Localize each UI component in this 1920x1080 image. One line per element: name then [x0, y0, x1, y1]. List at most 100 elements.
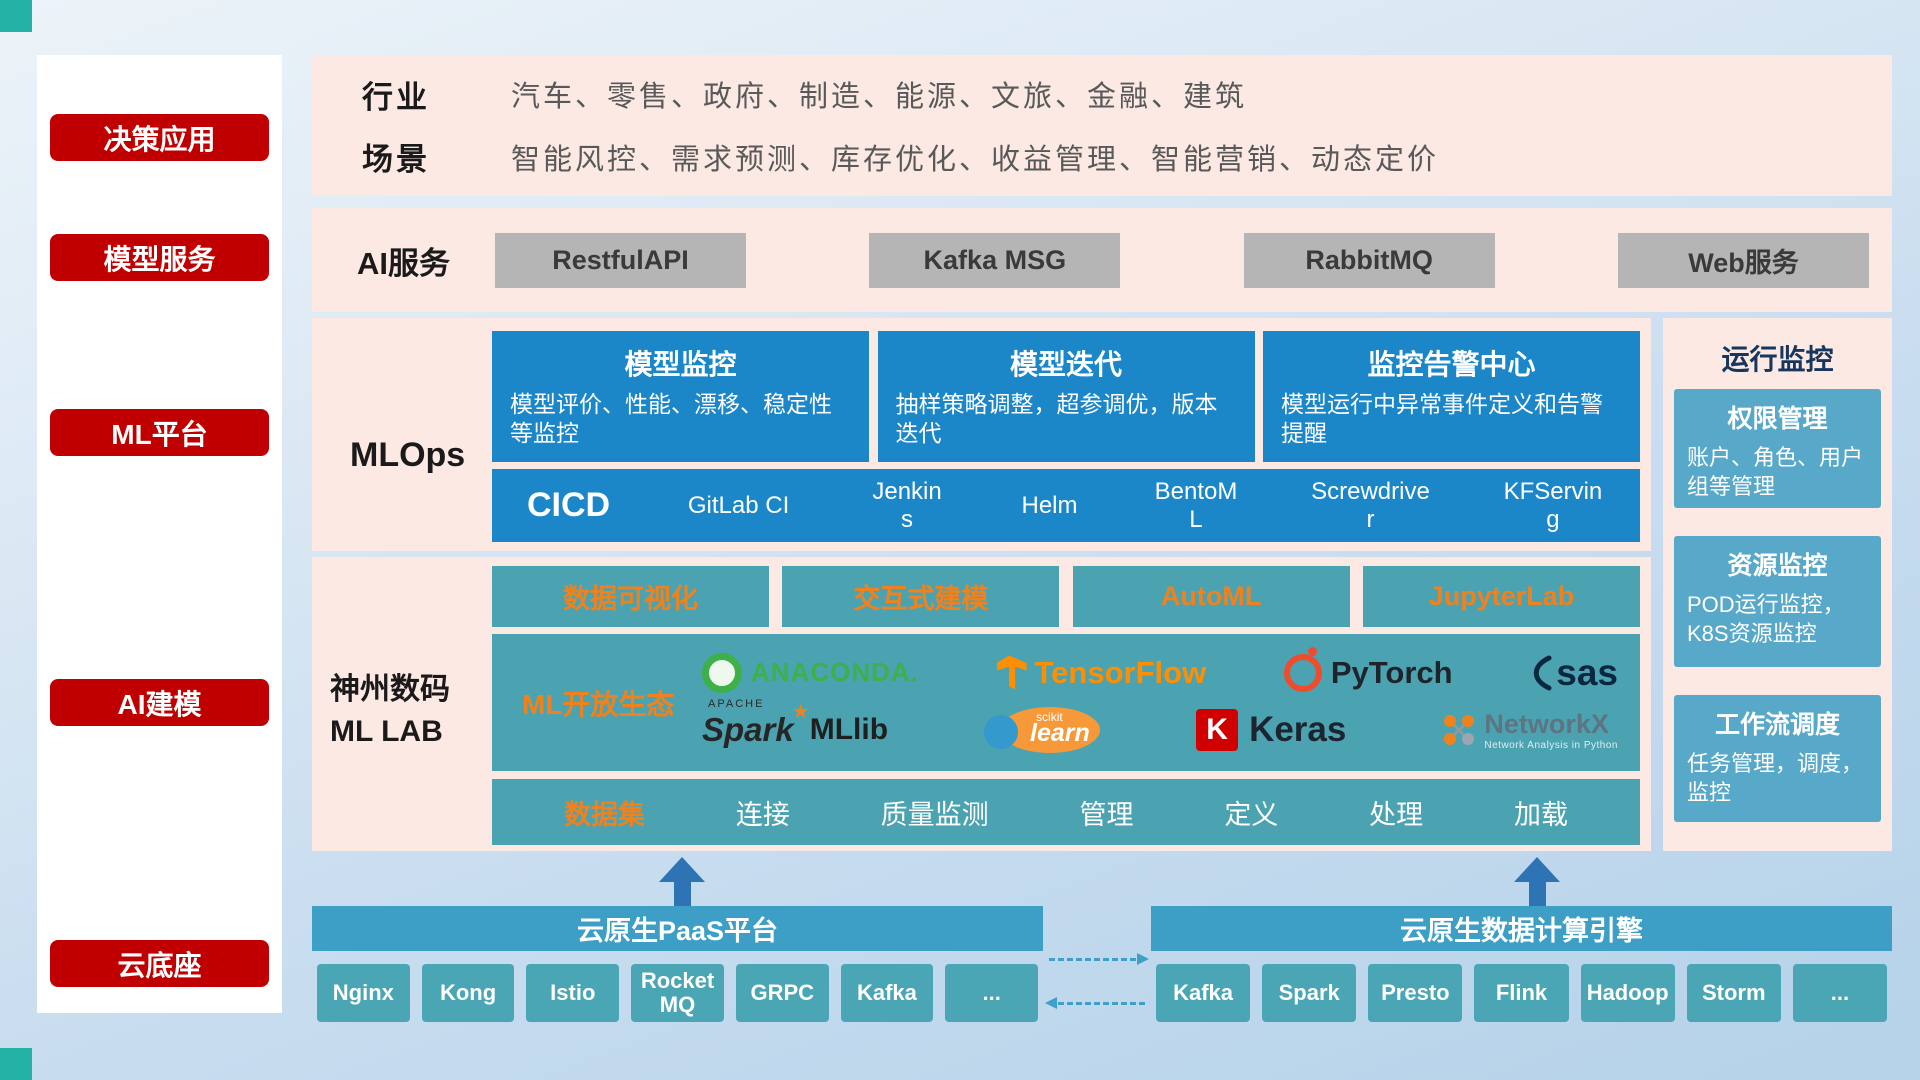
- paas-grpc: GRPC: [735, 964, 829, 1022]
- sidebar-item-ml-platform: ML平台: [50, 409, 269, 456]
- spark-mllib-logo: APACHE Spark ★ MLlib: [702, 698, 888, 749]
- spark-wordmark: Spark: [702, 710, 794, 748]
- card-desc: 抽样策略调整，超参调优，版本迭代: [895, 391, 1218, 447]
- sklearn-scikit-text: scikit: [1036, 709, 1063, 724]
- scikit-learn-logo: scikit learn: [984, 706, 1101, 754]
- service-rabbitmq: RabbitMQ: [1243, 232, 1495, 288]
- engine-kafka: Kafka: [1156, 964, 1251, 1022]
- engine-hadoop: Hadoop: [1580, 964, 1675, 1022]
- scene-row: 场景 智能风控、需求预测、库存优化、收益管理、智能营销、动态定价: [312, 134, 1892, 179]
- card-title: 资源监控: [1727, 552, 1828, 580]
- tensorflow-wordmark: TensorFlow: [1034, 654, 1207, 690]
- industry-row: 行业 汽车、零售、政府、制造、能源、文旅、金融、建筑: [312, 72, 1892, 117]
- networkx-texts: NetworkX Network Analysis in Python: [1484, 709, 1618, 751]
- engine-flink: Flink: [1474, 964, 1569, 1022]
- dashed-arrow-right: [1049, 953, 1149, 965]
- card-desc: 任务管理，调度，监控: [1687, 751, 1864, 806]
- up-arrow-right: [1514, 857, 1560, 906]
- arrow-stem: [673, 882, 691, 906]
- keras-k-icon: K: [1196, 708, 1239, 751]
- category-sidebar: 决策应用 模型服务 ML平台 AI建模 云底座: [37, 55, 282, 1013]
- decor-corner-top: [0, 0, 32, 32]
- paas-nginx: Nginx: [317, 964, 410, 1022]
- resource-monitor-card: 资源监控 POD运行监控，K8S资源监控: [1674, 536, 1881, 667]
- sidebar-item-cloud-base: 云底座: [50, 940, 269, 987]
- engine-presto: Presto: [1368, 964, 1463, 1022]
- engine-storm: Storm: [1686, 964, 1781, 1022]
- spark-wordmark-wrap: APACHE Spark ★: [702, 698, 810, 749]
- card-desc: 模型运行中异常事件定义和告警提醒: [1281, 391, 1603, 447]
- industry-label: 行业: [362, 79, 430, 115]
- tensorflow-logo: TensorFlow: [996, 654, 1207, 691]
- runtime-monitor-title: 运行监控: [1721, 344, 1834, 375]
- card-desc: 账户、角色、用户组等管理: [1687, 445, 1864, 500]
- anaconda-wordmark: ANACONDA.: [751, 657, 919, 687]
- cicd-bar: CICD GitLab CI Jenkins Helm BentoML Scre…: [492, 469, 1640, 542]
- engine-spark: Spark: [1262, 964, 1357, 1022]
- runtime-monitor-panel: 运行监控 权限管理 账户、角色、用户组等管理 资源监控 POD运行监控，K8S资…: [1663, 318, 1892, 851]
- ml-lab-panel: 神州数码 ML LAB 数据可视化 交互式建模 AutoML JupyterLa…: [312, 557, 1651, 851]
- paas-kong: Kong: [421, 964, 515, 1022]
- card-title: 模型迭代: [1009, 349, 1122, 380]
- sidebar-item-decision-app: 决策应用: [50, 114, 269, 161]
- paas-more: ...: [945, 964, 1039, 1022]
- dataset-bar: 数据集 连接 质量监测 管理 定义 处理 加载: [492, 779, 1640, 845]
- ai-service-panel: AI服务 RestfulAPI Kafka MSG RabbitMQ Web服务: [312, 208, 1892, 312]
- sas-logo: sas: [1530, 652, 1618, 694]
- apache-label: APACHE: [708, 697, 765, 710]
- card-desc: POD运行监控，K8S资源监控: [1687, 592, 1845, 647]
- paas-items: Nginx Kong Istio RocketMQ GRPC Kafka ...: [312, 964, 1043, 1022]
- card-title: 权限管理: [1727, 405, 1828, 433]
- tool-interactive-modeling: 交互式建模: [782, 566, 1060, 627]
- spark-star-icon: ★: [791, 700, 810, 723]
- card-title: 监控告警中心: [1367, 349, 1536, 380]
- tool-helm: Helm: [1021, 491, 1078, 519]
- service-web: Web服务: [1617, 232, 1869, 288]
- tool-data-visualization: 数据可视化: [492, 566, 769, 627]
- permission-mgmt-card: 权限管理 账户、角色、用户组等管理: [1674, 389, 1881, 508]
- tool-bentoml: BentoML: [1154, 477, 1238, 533]
- ml-ecosystem-box: ML开放生态 ANACONDA. TensorFlow PyTorch: [492, 634, 1640, 771]
- networkx-subtitle: Network Analysis in Python: [1484, 739, 1618, 751]
- workflow-scheduler-card: 工作流调度 任务管理，调度，监控: [1674, 695, 1881, 822]
- paas-platform-title: 云原生PaaS平台: [312, 906, 1043, 951]
- data-engine-group: 云原生数据计算引擎 Kafka Spark Presto Flink Hadoo…: [1151, 906, 1892, 1022]
- tool-gitlab-ci: GitLab CI: [687, 491, 790, 519]
- application-layer-panel: 行业 汽车、零售、政府、制造、能源、文旅、金融、建筑 场景 智能风控、需求预测、…: [312, 55, 1892, 196]
- tool-screwdriver: Screwdriver: [1311, 477, 1430, 533]
- card-desc: 模型评价、性能、漂移、稳定性等监控: [510, 391, 832, 447]
- sidebar-item-model-service: 模型服务: [50, 234, 269, 281]
- scene-list: 智能风控、需求预测、库存优化、收益管理、智能营销、动态定价: [511, 143, 1440, 176]
- dashed-arrow-left: [1045, 997, 1145, 1009]
- arrow-stem: [1528, 882, 1546, 906]
- sidebar-item-ai-modeling: AI建模: [50, 679, 269, 726]
- pytorch-logo: PyTorch: [1283, 646, 1453, 692]
- paas-rocketmq: RocketMQ: [631, 964, 724, 1022]
- networkx-logo: NetworkX Network Analysis in Python: [1442, 709, 1618, 751]
- mlops-panel: MLOps 模型监控 模型评价、性能、漂移、稳定性等监控 模型迭代 抽样策略调整…: [312, 318, 1651, 551]
- dataset-item-connect: 连接: [735, 799, 790, 830]
- dataset-label: 数据集: [564, 799, 645, 830]
- sas-swoosh-icon: [1534, 655, 1552, 690]
- ml-lab-tools: 数据可视化 交互式建模 AutoML JupyterLab: [492, 566, 1640, 627]
- tool-jenkins: Jenkins: [872, 477, 942, 533]
- sas-wordmark: sas: [1556, 651, 1618, 693]
- arrow-head: [659, 857, 705, 882]
- cicd-label: CICD: [527, 486, 611, 524]
- anaconda-logo: ANACONDA.: [702, 652, 919, 693]
- ecosystem-logos: ANACONDA. TensorFlow PyTorch sas: [690, 646, 1630, 754]
- industry-list: 汽车、零售、政府、制造、能源、文旅、金融、建筑: [511, 81, 1248, 114]
- alert-center-card: 监控告警中心 模型运行中异常事件定义和告警提醒: [1263, 331, 1640, 462]
- model-monitoring-card: 模型监控 模型评价、性能、漂移、稳定性等监控: [492, 331, 869, 462]
- paas-kafka: Kafka: [840, 964, 934, 1022]
- logo-row-1: ANACONDA. TensorFlow PyTorch sas: [690, 646, 1630, 694]
- logo-row-2: APACHE Spark ★ MLlib scikit learn K: [690, 698, 1630, 754]
- sklearn-blue-dot-icon: [984, 714, 1019, 749]
- sklearn-learn-text: learn: [1030, 718, 1090, 747]
- ai-service-buttons: RestfulAPI Kafka MSG RabbitMQ Web服务: [495, 232, 1892, 288]
- tool-automl: AutoML: [1072, 566, 1350, 627]
- ml-lab-label: 神州数码 ML LAB: [330, 669, 490, 753]
- paas-istio: Istio: [526, 964, 620, 1022]
- networkx-wordmark: NetworkX: [1484, 708, 1609, 739]
- dataset-item-manage: 管理: [1079, 799, 1134, 830]
